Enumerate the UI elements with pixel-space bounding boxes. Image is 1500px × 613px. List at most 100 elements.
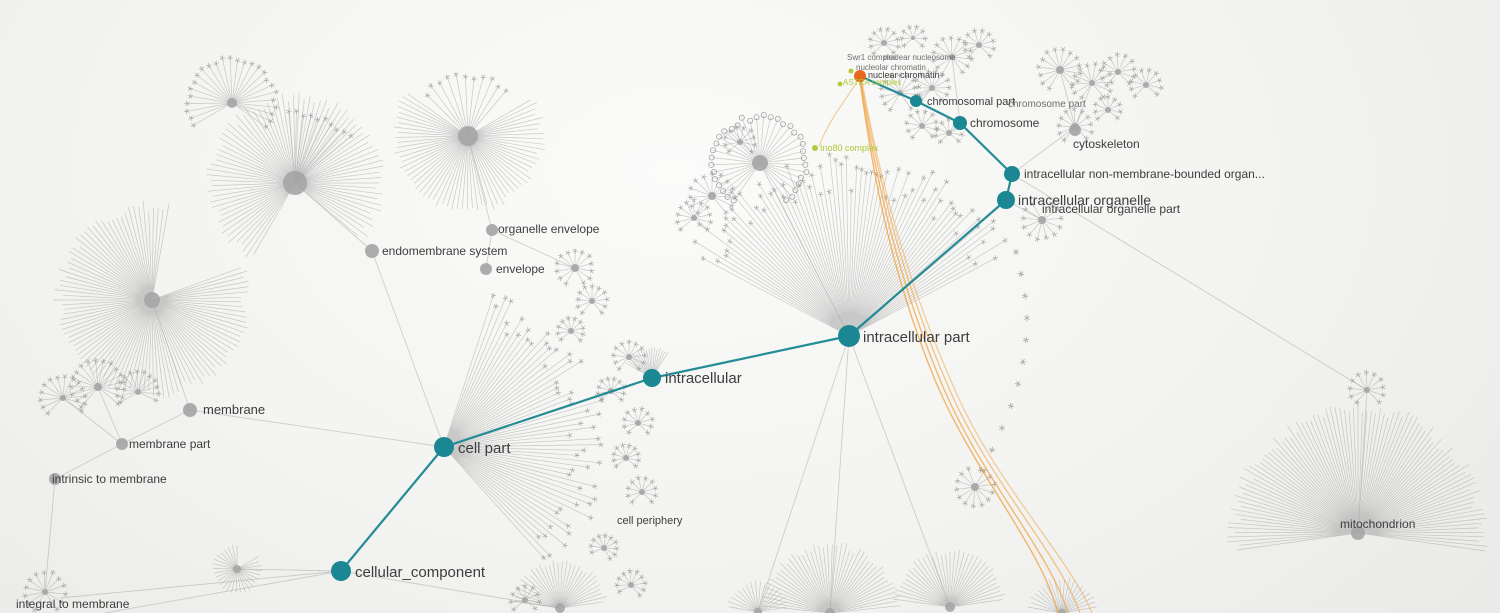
- term-label[interactable]: nucleolar chromatin: [856, 63, 926, 72]
- cluster-hub-node[interactable]: [628, 582, 634, 588]
- node-organelle_envelope[interactable]: [486, 224, 498, 236]
- term-label[interactable]: cell periphery: [617, 515, 683, 527]
- term-label[interactable]: intracellular organelle part: [1042, 202, 1181, 216]
- cluster-hub-node[interactable]: [626, 354, 632, 360]
- node-membrane_part[interactable]: [116, 438, 128, 450]
- node-label-chromosome[interactable]: chromosome: [970, 116, 1040, 130]
- cluster-hub-node[interactable]: [754, 608, 762, 613]
- node-label-chromosomal_part[interactable]: chromosomal part: [927, 96, 1015, 108]
- node-intracellular_organelle[interactable]: [997, 191, 1015, 209]
- cluster-spokes: [914, 71, 950, 101]
- cluster-hub-node[interactable]: [1105, 107, 1111, 113]
- node-cell_part[interactable]: [434, 437, 454, 457]
- node-cellular_component[interactable]: [331, 561, 351, 581]
- cluster-hub-node[interactable]: [601, 545, 607, 551]
- leaf-node-glyphs: [22, 569, 69, 613]
- cluster-hub-node[interactable]: [589, 298, 595, 304]
- node-label-non_membrane_bounded[interactable]: intracellular non-membrane-bounded organ…: [1024, 167, 1265, 181]
- term-label[interactable]: cytoskeleton: [1073, 137, 1140, 151]
- cluster-hub-node[interactable]: [737, 139, 743, 145]
- term-label[interactable]: endomembrane system: [382, 244, 507, 258]
- cluster-fan: [903, 108, 940, 141]
- leaf-node-glyphs: [610, 339, 648, 372]
- term-label[interactable]: chromosome part: [1008, 99, 1086, 110]
- leaf-node-glyphs: [674, 197, 714, 233]
- cluster-spokes: [393, 93, 545, 210]
- node-label-intracellular[interactable]: intracellular: [665, 370, 742, 387]
- node-nuclear_chromatin[interactable]: [854, 70, 866, 82]
- node-intracellular_part[interactable]: [838, 325, 860, 347]
- leaf-node-glyphs: [37, 374, 89, 416]
- term-label[interactable]: nuclear chromatin: [868, 70, 940, 80]
- node-chromosome[interactable]: [953, 116, 967, 130]
- cluster-spokes: [616, 571, 646, 596]
- cluster-spokes: [690, 173, 736, 214]
- term-label[interactable]: membrane part: [129, 437, 211, 451]
- cluster-spokes: [762, 543, 901, 613]
- leaf-node-glyphs: [286, 108, 354, 139]
- cluster-hub-node[interactable]: [971, 483, 979, 491]
- node-non_membrane_bounded[interactable]: [1004, 166, 1020, 182]
- node-chromosomal_part[interactable]: [910, 95, 922, 107]
- node-cytoskeleton[interactable]: [1069, 124, 1081, 136]
- orange-edge: [859, 79, 1069, 613]
- cluster-spokes: [901, 26, 926, 46]
- term-label[interactable]: organelle envelope: [498, 222, 600, 236]
- cluster-hub-node[interactable]: [1143, 82, 1149, 88]
- term-label[interactable]: integral to membrane: [16, 597, 130, 611]
- leaf-node-ring: [734, 122, 741, 129]
- node-intrinsic_to_membrane[interactable]: [49, 473, 61, 485]
- node-label-cell_part[interactable]: cell part: [458, 440, 511, 457]
- cluster-hub-node[interactable]: [1058, 609, 1066, 613]
- cluster-spokes: [1227, 401, 1488, 552]
- green-highlight-node[interactable]: [812, 145, 818, 151]
- cluster-hub-node[interactable]: [919, 123, 925, 129]
- node-endomembrane_system[interactable]: [365, 244, 379, 258]
- term-label[interactable]: envelope: [496, 262, 545, 276]
- cluster-fan: [1128, 67, 1164, 99]
- cluster-hub-node[interactable]: [568, 328, 574, 334]
- cluster-hub-node[interactable]: [227, 98, 237, 108]
- leaf-node-ring: [802, 161, 809, 168]
- node-label-intracellular_organelle[interactable]: intracellular organelle: [1018, 192, 1151, 208]
- node-membrane[interactable]: [183, 403, 197, 417]
- term-label[interactable]: nuclear nucleosome: [884, 53, 956, 62]
- leaf-node-glyphs: [687, 170, 738, 216]
- cluster-hub-node[interactable]: [135, 389, 141, 395]
- leaf-node-glyphs: [594, 375, 627, 403]
- leaf-node-ring: [730, 197, 737, 204]
- node-intracellular[interactable]: [643, 369, 661, 387]
- term-label[interactable]: mitochondrion: [1340, 517, 1415, 531]
- cluster-hub-node[interactable]: [1115, 69, 1121, 75]
- node-label-intracellular_part[interactable]: intracellular part: [863, 329, 971, 346]
- term-label[interactable]: intrinsic to membrane: [52, 472, 167, 486]
- term-label[interactable]: membrane: [203, 402, 265, 417]
- cluster-fan: [610, 339, 648, 372]
- leaf-node-glyphs: [114, 368, 162, 405]
- cluster-hub-node[interactable]: [635, 420, 641, 426]
- cluster-hub-node[interactable]: [881, 40, 887, 46]
- cluster-hub-node[interactable]: [708, 192, 716, 200]
- node-label-cellular_component[interactable]: cellular_component: [355, 564, 486, 581]
- cluster-spokes: [1038, 49, 1081, 89]
- green-highlight-node[interactable]: [848, 68, 854, 74]
- cluster-hub-node[interactable]: [639, 489, 645, 495]
- leaf-node-ring: [800, 154, 807, 161]
- term-label[interactable]: Ino80 complex: [820, 143, 879, 153]
- cluster-spokes: [288, 111, 352, 184]
- cluster-fan: [424, 71, 509, 137]
- term-label[interactable]: ASTRA complex: [843, 78, 901, 87]
- cluster-hub-node[interactable]: [623, 455, 629, 461]
- cluster-hub-node[interactable]: [976, 42, 982, 48]
- node-envelope[interactable]: [480, 263, 492, 275]
- cluster-spokes: [1058, 108, 1092, 141]
- cluster-spokes: [1131, 69, 1162, 97]
- highlighted-path-edge: [651, 334, 850, 380]
- cluster-hub-node[interactable]: [911, 36, 915, 40]
- green-highlight-node[interactable]: [837, 81, 843, 87]
- term-label[interactable]: Swr1 complex: [847, 53, 897, 62]
- cluster-hub-node[interactable]: [691, 215, 697, 221]
- leaf-node-ring: [711, 168, 718, 175]
